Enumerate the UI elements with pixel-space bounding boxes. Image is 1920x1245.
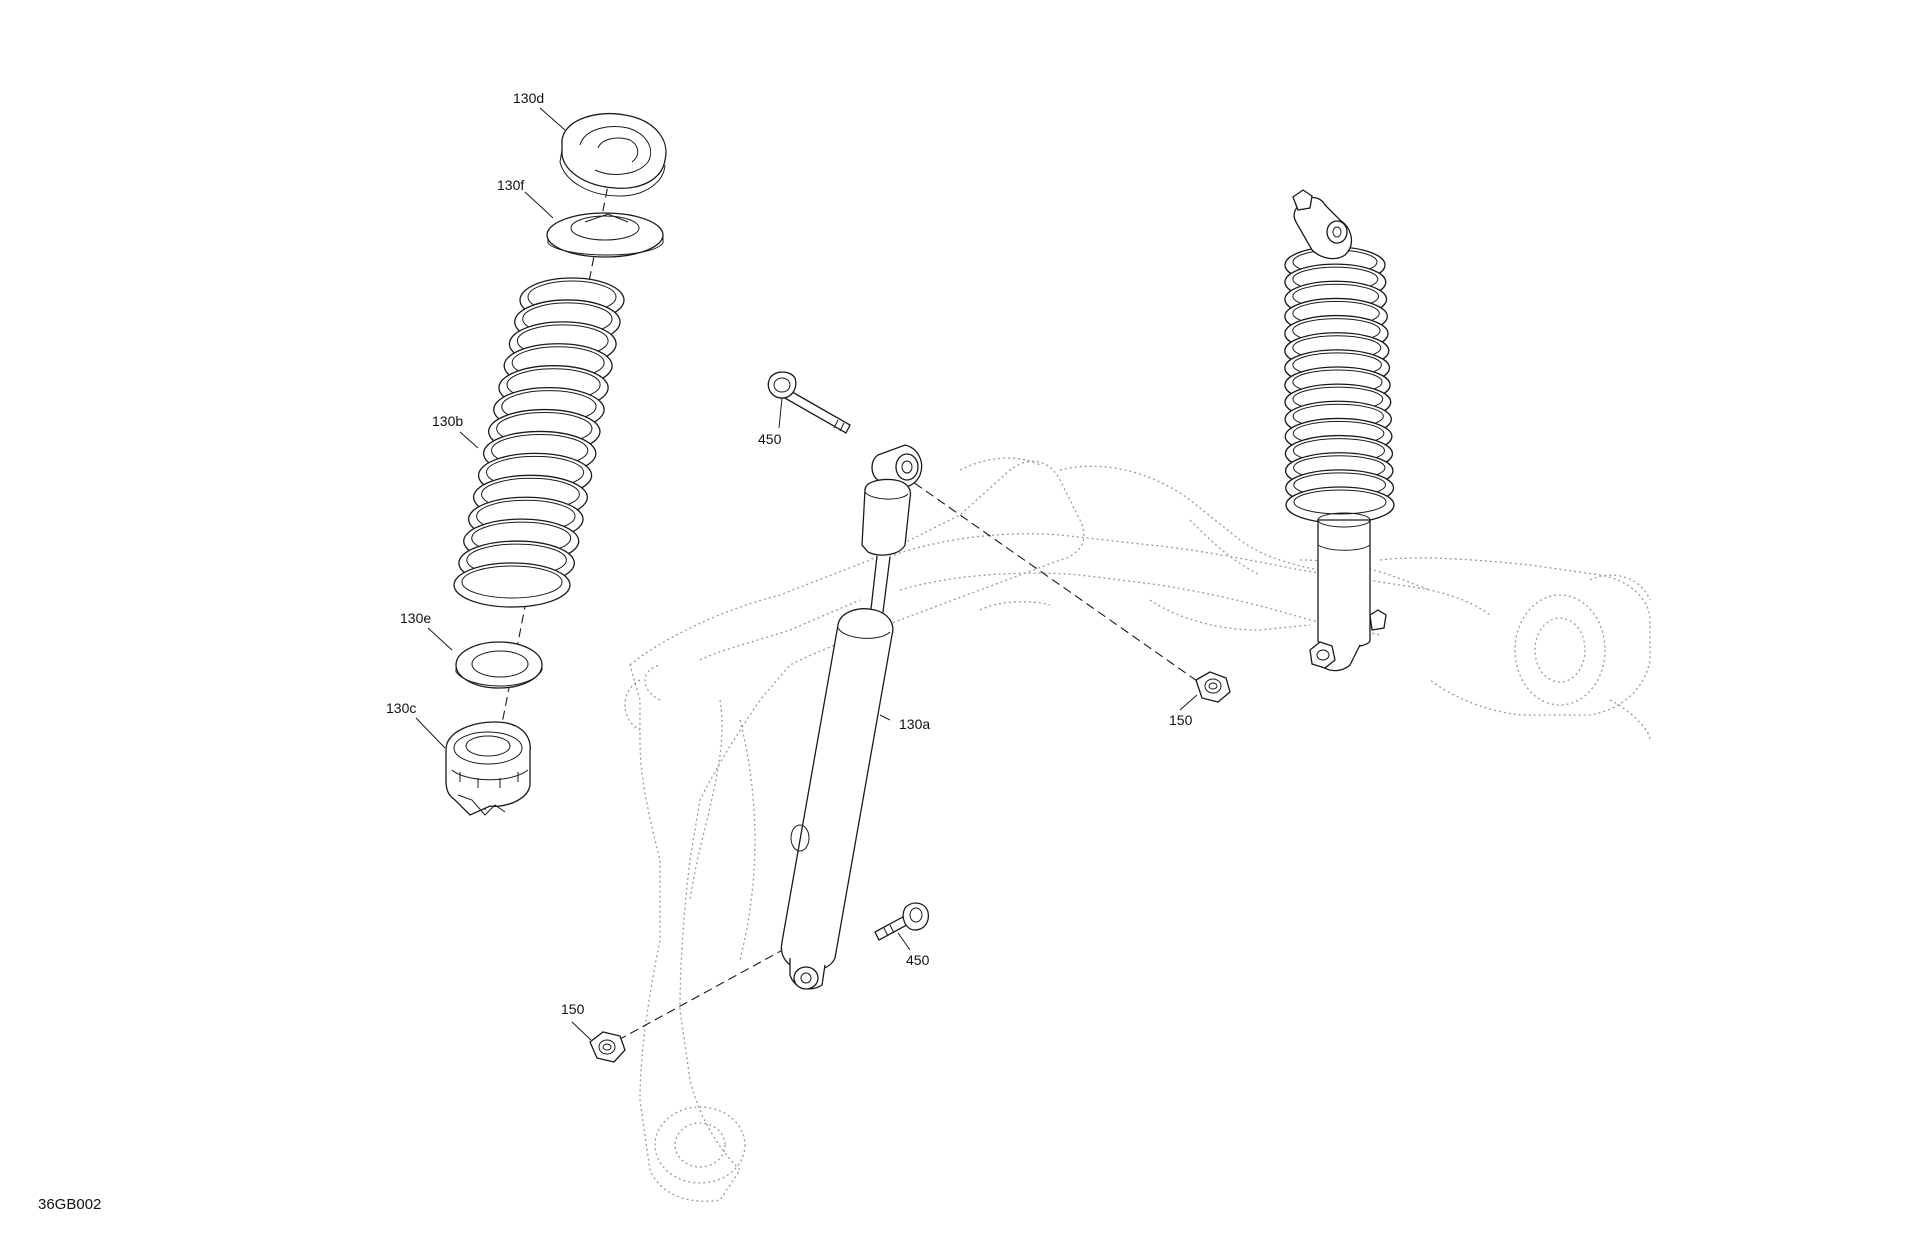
spring-coil-inner <box>1293 489 1387 515</box>
callout-130a: 130a <box>899 716 930 732</box>
nut-150-right <box>1195 671 1231 703</box>
figure-id-label: 36GB002 <box>38 1196 102 1213</box>
callout-150-left: 150 <box>561 1001 585 1017</box>
spring-plate-130f <box>546 212 664 258</box>
adjuster-collar-130c <box>445 721 531 816</box>
coil-spring-130b <box>453 277 625 608</box>
callout-450-top: 450 <box>758 431 782 447</box>
spring-washer-130e <box>455 641 543 689</box>
callout-130f: 130f <box>497 177 524 193</box>
leader-lines <box>415 107 1198 1041</box>
callout-150-right: 150 <box>1169 712 1193 728</box>
bolt-450-top <box>767 371 851 434</box>
callout-130c: 130c <box>386 700 416 716</box>
bump-stop-130d <box>559 112 667 197</box>
nut-150-left <box>589 1031 626 1063</box>
assembled-coilover <box>1284 189 1395 672</box>
callout-130d: 130d <box>513 90 544 106</box>
spring-coil <box>1285 486 1395 524</box>
spring-coil-inner <box>461 565 563 599</box>
ghost-suspension-frame <box>624 457 1651 1202</box>
callout-130b: 130b <box>432 413 463 429</box>
callout-130e: 130e <box>400 610 431 626</box>
shock-absorber-130a <box>780 444 923 990</box>
spring-coil <box>453 562 571 608</box>
bolt-450-bottom <box>874 902 930 941</box>
callout-450-bottom: 450 <box>906 952 930 968</box>
coilover-spring <box>1284 246 1395 524</box>
callout-labels: 130d 130f 130b 130e 130c 130a 450 450 15… <box>386 90 1193 1017</box>
